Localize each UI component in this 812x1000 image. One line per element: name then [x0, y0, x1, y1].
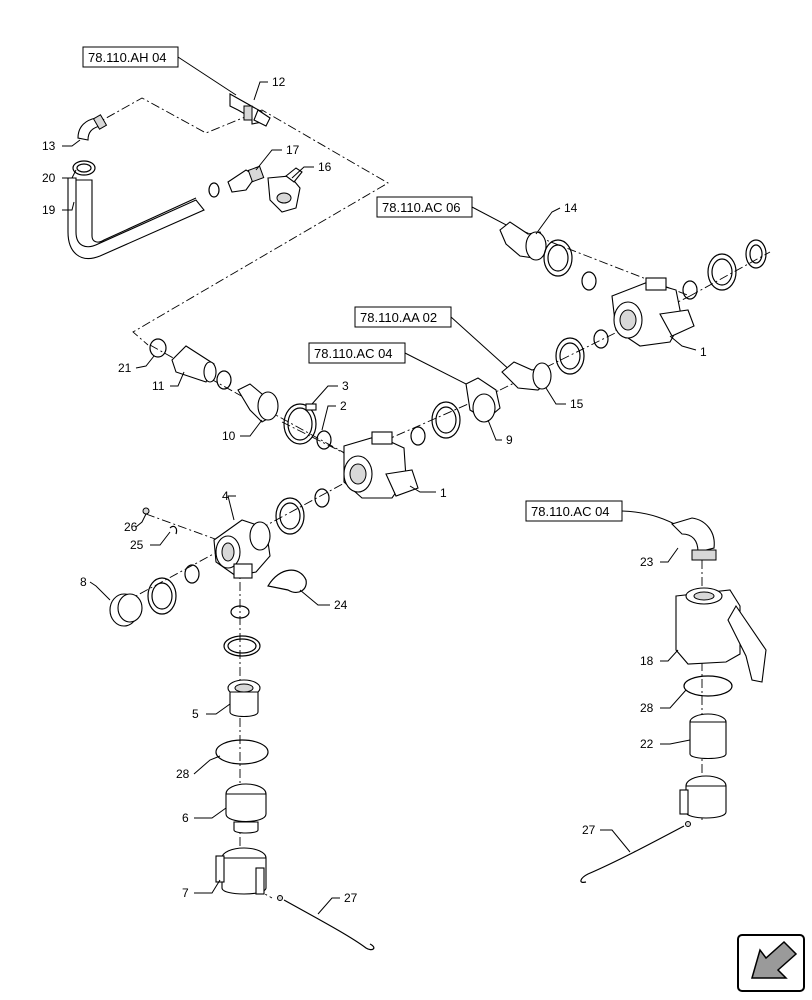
elbow-fitting-17 [227, 165, 265, 193]
reference-label-aa02: 78.110.AA 02 [360, 310, 437, 325]
adapter-10 [237, 383, 279, 423]
callout-9[interactable]: 9 [506, 433, 513, 447]
callout-24[interactable]: 24 [334, 598, 348, 612]
oring-mid-b [216, 370, 232, 390]
elbow-fitting-13 [77, 114, 108, 141]
reference-label-ac04-b: 78.110.AC 04 [531, 504, 610, 519]
gasket-upper-right [745, 239, 767, 269]
clamp-3 [283, 403, 317, 445]
reference-box-ac04-a[interactable]: 78.110.AC 04 [308, 342, 406, 364]
callout-10[interactable]: 10 [222, 429, 236, 443]
callout-27-right[interactable]: 27 [582, 823, 596, 837]
callout-1-upper[interactable]: 1 [700, 345, 707, 359]
reference-label-ac06: 78.110.AC 06 [382, 200, 461, 215]
leader-lines [62, 81, 697, 915]
callout-4[interactable]: 4 [222, 489, 229, 503]
tee-body-4 [213, 519, 271, 579]
reference-box-ac04-b[interactable]: 78.110.AC 04 [525, 500, 623, 522]
clamp-ring-lower-a [275, 497, 305, 535]
reference-box-ah04[interactable]: 78.110.AH 04 [82, 46, 179, 68]
centerlines [91, 97, 771, 899]
valve-16 [267, 167, 303, 213]
callout-18[interactable]: 18 [640, 654, 654, 668]
screw-25 [169, 525, 178, 535]
oring-2 [316, 430, 332, 450]
oring-mid-a [593, 329, 609, 349]
callout-3[interactable]: 3 [342, 379, 349, 393]
callout-28-left[interactable]: 28 [176, 767, 190, 781]
callout-7[interactable]: 7 [182, 886, 189, 900]
clamp-ring-upper-a [543, 239, 573, 277]
lanyard-27-left [277, 895, 375, 951]
callout-28-right[interactable]: 28 [640, 701, 654, 715]
hose-19 [67, 177, 205, 259]
connector-9 [465, 377, 501, 423]
callout-16[interactable]: 16 [318, 160, 332, 174]
callout-12[interactable]: 12 [272, 75, 286, 89]
coupler-6 [225, 783, 267, 834]
callout-5[interactable]: 5 [192, 707, 199, 721]
callout-2[interactable]: 2 [340, 399, 347, 413]
callout-13[interactable]: 13 [42, 139, 56, 153]
reference-label-ac04-a: 78.110.AC 04 [314, 346, 393, 361]
clamp-ring-mid-b [431, 401, 461, 439]
sleeve-11 [171, 345, 217, 383]
pin-26 [142, 507, 150, 515]
cam-coupler-right [679, 775, 727, 819]
oring-mid-c [410, 426, 426, 446]
oring-lower-a [314, 488, 330, 508]
elbow-23 [670, 517, 717, 561]
reference-box-aa02[interactable]: 78.110.AA 02 [354, 306, 452, 328]
callout-8[interactable]: 8 [80, 575, 87, 589]
callout-14[interactable]: 14 [564, 201, 578, 215]
tee-fitting-12 [229, 93, 271, 127]
cam-coupler-7 [215, 847, 267, 895]
lanyard-27-right [580, 821, 691, 883]
adapter-5 [227, 679, 261, 718]
oring-lower-b [184, 564, 200, 584]
callout-6[interactable]: 6 [182, 811, 189, 825]
clamp-ring-lower-b [147, 577, 177, 615]
callout-1-lower[interactable]: 1 [440, 486, 447, 500]
clamp-vertical-a [223, 635, 261, 657]
callout-27-left[interactable]: 27 [344, 891, 358, 905]
callout-22[interactable]: 22 [640, 737, 654, 751]
clamp-ring-upper-b [707, 253, 737, 291]
plug-8 [109, 593, 143, 627]
oring-upper-b [682, 280, 698, 300]
reference-box-ac06[interactable]: 78.110.AC 06 [376, 196, 473, 218]
valve-body-1-lower [343, 431, 419, 499]
u-clip-24 [267, 569, 307, 593]
callout-17[interactable]: 17 [286, 143, 300, 157]
clamp-28-left [215, 739, 269, 765]
navigation-arrow-icon[interactable] [737, 934, 805, 992]
oring-upper-a [581, 271, 597, 291]
callout-26[interactable]: 26 [124, 520, 138, 534]
clamp-28-right [683, 675, 733, 697]
connector-15 [501, 361, 552, 391]
callout-25[interactable]: 25 [130, 538, 144, 552]
oring-vertical-a [230, 605, 250, 619]
reference-label-ah04: 78.110.AH 04 [88, 50, 167, 65]
clamp-21 [149, 338, 167, 358]
callout-23[interactable]: 23 [640, 555, 654, 569]
ball-valve-18 [675, 587, 767, 683]
callout-21[interactable]: 21 [118, 361, 132, 375]
clamp-ring-mid-a [555, 337, 585, 375]
valve-body-1-upper [611, 277, 695, 347]
clamp-small-upper [208, 182, 220, 198]
callout-20[interactable]: 20 [42, 171, 56, 185]
callout-15[interactable]: 15 [570, 397, 584, 411]
clamp-20 [72, 160, 96, 176]
callout-11[interactable]: 11 [152, 379, 165, 393]
connector-14 [499, 221, 547, 261]
callout-19[interactable]: 19 [42, 203, 56, 217]
adapter-22 [689, 713, 727, 760]
callout-labels: 12 13 20 19 17 16 14 1 15 21 11 10 3 2 9… [42, 75, 707, 905]
